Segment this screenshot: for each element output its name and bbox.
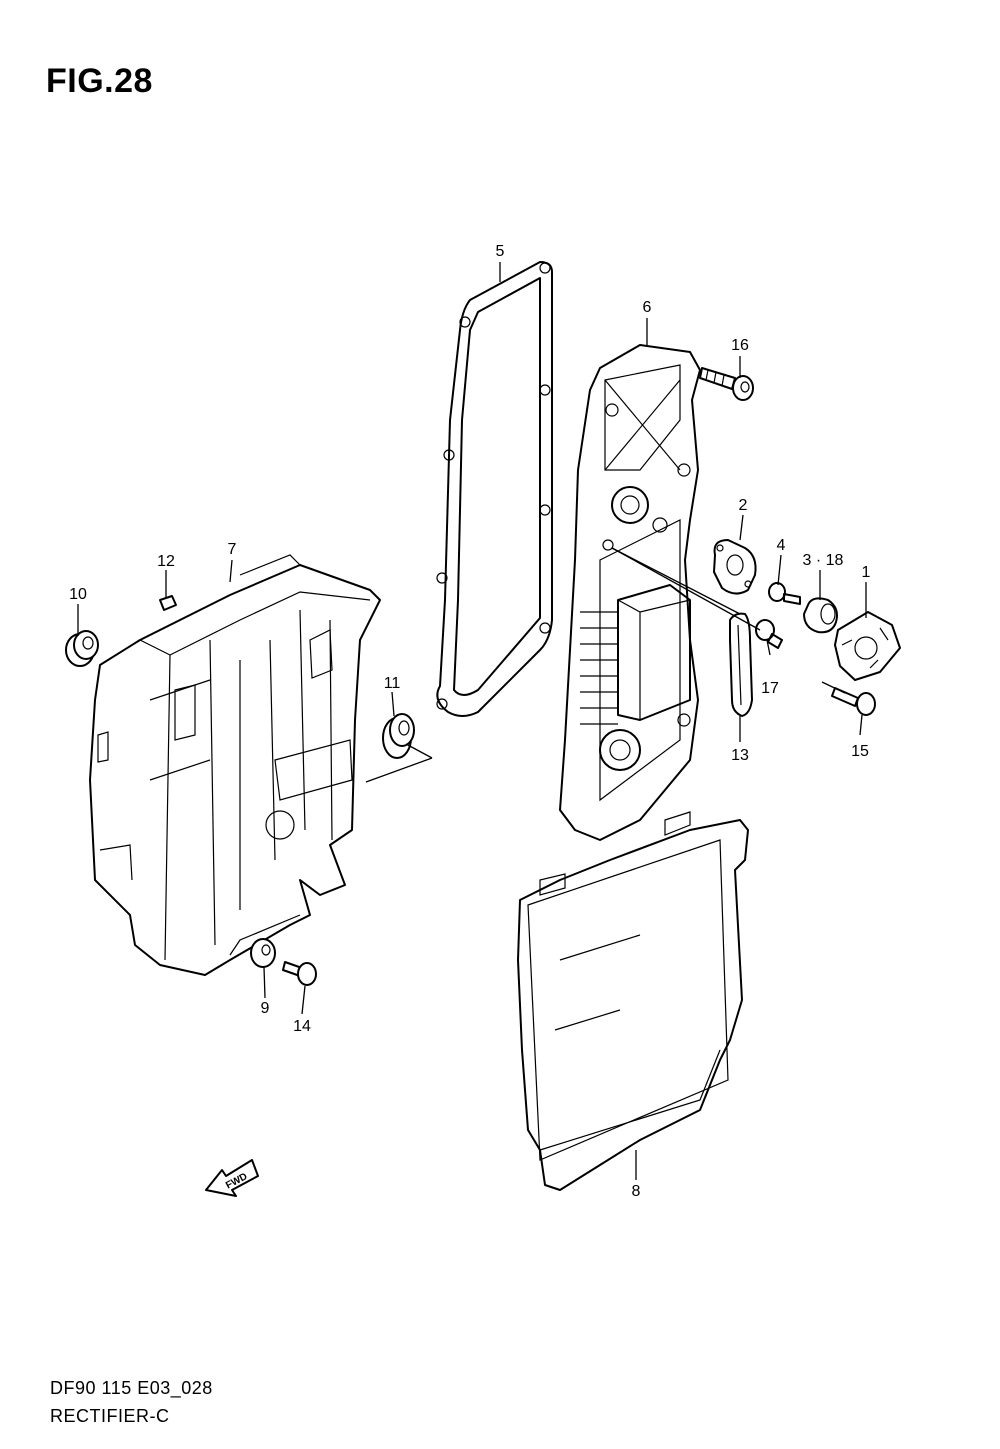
- part-10-grommet[interactable]: [65, 630, 99, 667]
- callout-17: 17: [761, 680, 779, 697]
- part-7-case[interactable]: [89, 554, 381, 976]
- callout-4: 4: [777, 537, 786, 554]
- part-12-clip[interactable]: [159, 595, 177, 611]
- callout-12: 12: [157, 553, 175, 570]
- part-15-bolt[interactable]: [831, 687, 876, 716]
- callout-2: 2: [739, 497, 748, 514]
- footer-model-code: DF90 115 E03_028: [50, 1378, 213, 1398]
- fwd-arrow-icon: FWD: [205, 1159, 259, 1197]
- callout-10: 10: [69, 586, 87, 603]
- part-8-cover[interactable]: [517, 811, 749, 1191]
- part-1-holder[interactable]: [834, 611, 901, 681]
- callout-3-18: 3 · 18: [803, 552, 844, 569]
- part-16-bolt[interactable]: [699, 367, 754, 401]
- callout-16: 16: [731, 337, 749, 354]
- part-6-bracket[interactable]: [559, 344, 701, 841]
- part-14-bolt[interactable]: [282, 961, 317, 986]
- part-5-gasket[interactable]: [436, 261, 553, 717]
- part-2-gasket[interactable]: [713, 539, 757, 595]
- part-11-grommet[interactable]: [382, 713, 415, 759]
- callout-14: 14: [293, 1018, 311, 1035]
- callout-11: 11: [384, 675, 401, 692]
- callout-9: 9: [261, 1000, 270, 1017]
- callout-5: 5: [496, 243, 505, 260]
- callout-7: 7: [228, 541, 237, 558]
- part-17-bolt[interactable]: [755, 619, 783, 649]
- part-4-bolt[interactable]: [768, 582, 801, 605]
- callout-8: 8: [632, 1183, 641, 1200]
- callout-15: 15: [851, 743, 869, 760]
- figure-title: FIG.28: [46, 62, 153, 100]
- callout-1: 1: [862, 564, 871, 581]
- part-9-washer[interactable]: [250, 938, 276, 968]
- footer-section-name: RECTIFIER-C: [50, 1406, 170, 1426]
- part-3-18-cushion[interactable]: [803, 597, 838, 634]
- leader-lines: [77, 262, 867, 1180]
- part-13-clamp[interactable]: [729, 612, 753, 717]
- callouts: 5 6 16 2 4 3 · 18 1 17 13 15 7 12 10 11 …: [69, 243, 870, 1200]
- callout-6: 6: [643, 299, 652, 316]
- callout-13: 13: [731, 747, 749, 764]
